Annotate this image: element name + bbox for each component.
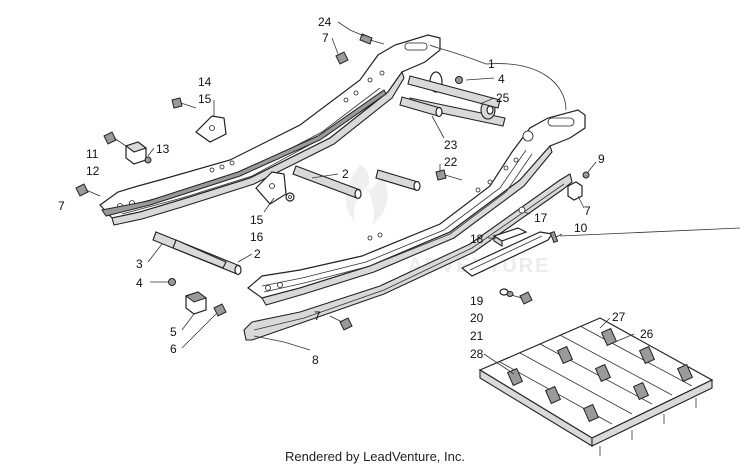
footer-credit: Rendered by LeadVenture, Inc. (285, 449, 465, 464)
callout-13: 13 (156, 142, 170, 156)
bracket-15 (255, 171, 287, 205)
callout-15-top: 15 (198, 92, 212, 106)
callout-25: 25 (496, 91, 510, 105)
callout-28: 28 (470, 347, 484, 361)
right-frame-rail (247, 109, 586, 306)
callout-7-right: 7 (584, 204, 591, 218)
bracket-14 (195, 115, 227, 143)
track-section (478, 317, 714, 456)
callout-20: 20 (470, 311, 484, 325)
callout-7-left: 7 (58, 199, 65, 213)
nut-4-top (455, 76, 463, 84)
leader-lines (147, 21, 741, 375)
callout-5: 5 (170, 325, 177, 339)
bolt-7-top (335, 51, 349, 65)
callout-24: 24 (318, 15, 332, 29)
callout-19: 19 (470, 294, 484, 308)
cross-shaft-23 (399, 96, 443, 118)
nut-9 (582, 171, 590, 179)
nut-4-lower (168, 278, 176, 286)
bolt-24 (359, 33, 385, 45)
bolt-7-left (75, 183, 101, 197)
bumper-block-right (567, 181, 583, 201)
bumper-block-5 (184, 291, 208, 315)
callout-23: 23 (444, 138, 458, 152)
callout-4-lower: 4 (136, 276, 143, 290)
callout-labels: 24 7 1 4 25 14 15 23 11 13 12 22 9 2 7 7… (58, 15, 654, 367)
callout-17: 17 (534, 211, 548, 225)
cross-shaft-lower (152, 231, 242, 276)
callout-21: 21 (470, 329, 484, 343)
bolt-22 (435, 169, 463, 181)
scraper-bracket-17 (460, 231, 554, 277)
washer-19-20 (499, 288, 514, 297)
callout-1: 1 (488, 57, 495, 71)
bolt-6 (213, 303, 227, 317)
callout-7-bottom: 7 (314, 309, 321, 323)
callout-4-top: 4 (498, 72, 505, 86)
bracket-18 (492, 227, 528, 247)
bolt-15-top (171, 97, 197, 109)
cross-shaft-2-upper (292, 165, 421, 200)
callout-27: 27 (612, 310, 626, 324)
pin-10 (549, 230, 563, 244)
callout-9: 9 (598, 152, 605, 166)
callout-12: 12 (86, 164, 100, 178)
left-rail-slide (101, 89, 387, 217)
callout-2-lower: 2 (254, 247, 261, 261)
callout-26: 26 (640, 327, 654, 341)
nut-13 (144, 156, 152, 164)
callout-15-mid: 15 (250, 213, 264, 227)
callout-11: 11 (86, 147, 99, 161)
callout-16: 16 (250, 230, 264, 244)
callout-7-top: 7 (322, 31, 329, 45)
right-rail-slide (243, 173, 573, 341)
nut-17 (518, 206, 526, 214)
bolt-7-bottom (329, 315, 353, 331)
callout-3: 3 (136, 257, 143, 271)
callout-8: 8 (312, 353, 319, 367)
callout-2-upper: 2 (342, 167, 349, 181)
callout-14: 14 (198, 75, 212, 89)
callout-6: 6 (170, 342, 177, 356)
callout-22: 22 (444, 155, 458, 169)
callout-18: 18 (470, 232, 484, 246)
nut-16 (285, 192, 295, 202)
bolt-11 (103, 131, 127, 147)
callout-10: 10 (574, 221, 588, 235)
bumper-block-12 (124, 141, 148, 165)
